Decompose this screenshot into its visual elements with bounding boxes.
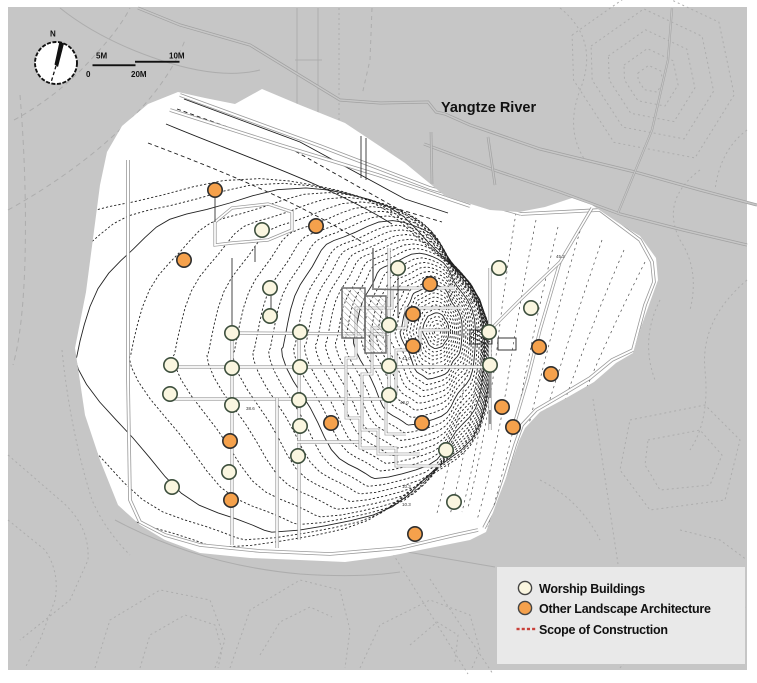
svg-text:5M: 5M bbox=[96, 52, 107, 61]
svg-text:10M: 10M bbox=[169, 52, 185, 61]
svg-text:0: 0 bbox=[86, 70, 91, 79]
svg-text:N: N bbox=[50, 30, 56, 39]
svg-text:Worship Buildings: Worship Buildings bbox=[539, 582, 645, 596]
svg-text:20M: 20M bbox=[131, 70, 147, 79]
svg-text:43.0: 43.0 bbox=[402, 356, 411, 361]
svg-text:41.8: 41.8 bbox=[470, 298, 479, 303]
svg-text:Scope of Construction: Scope of Construction bbox=[539, 623, 668, 637]
svg-text:40.0: 40.0 bbox=[400, 400, 409, 405]
svg-text:Other Landscape Architecture: Other Landscape Architecture bbox=[539, 602, 711, 616]
svg-text:Yangtze River: Yangtze River bbox=[441, 100, 536, 116]
svg-text:10.3: 10.3 bbox=[402, 502, 411, 507]
svg-text:38.6: 38.6 bbox=[246, 406, 255, 411]
svg-text:45.2: 45.2 bbox=[556, 254, 565, 259]
svg-text:10.3: 10.3 bbox=[402, 484, 411, 489]
